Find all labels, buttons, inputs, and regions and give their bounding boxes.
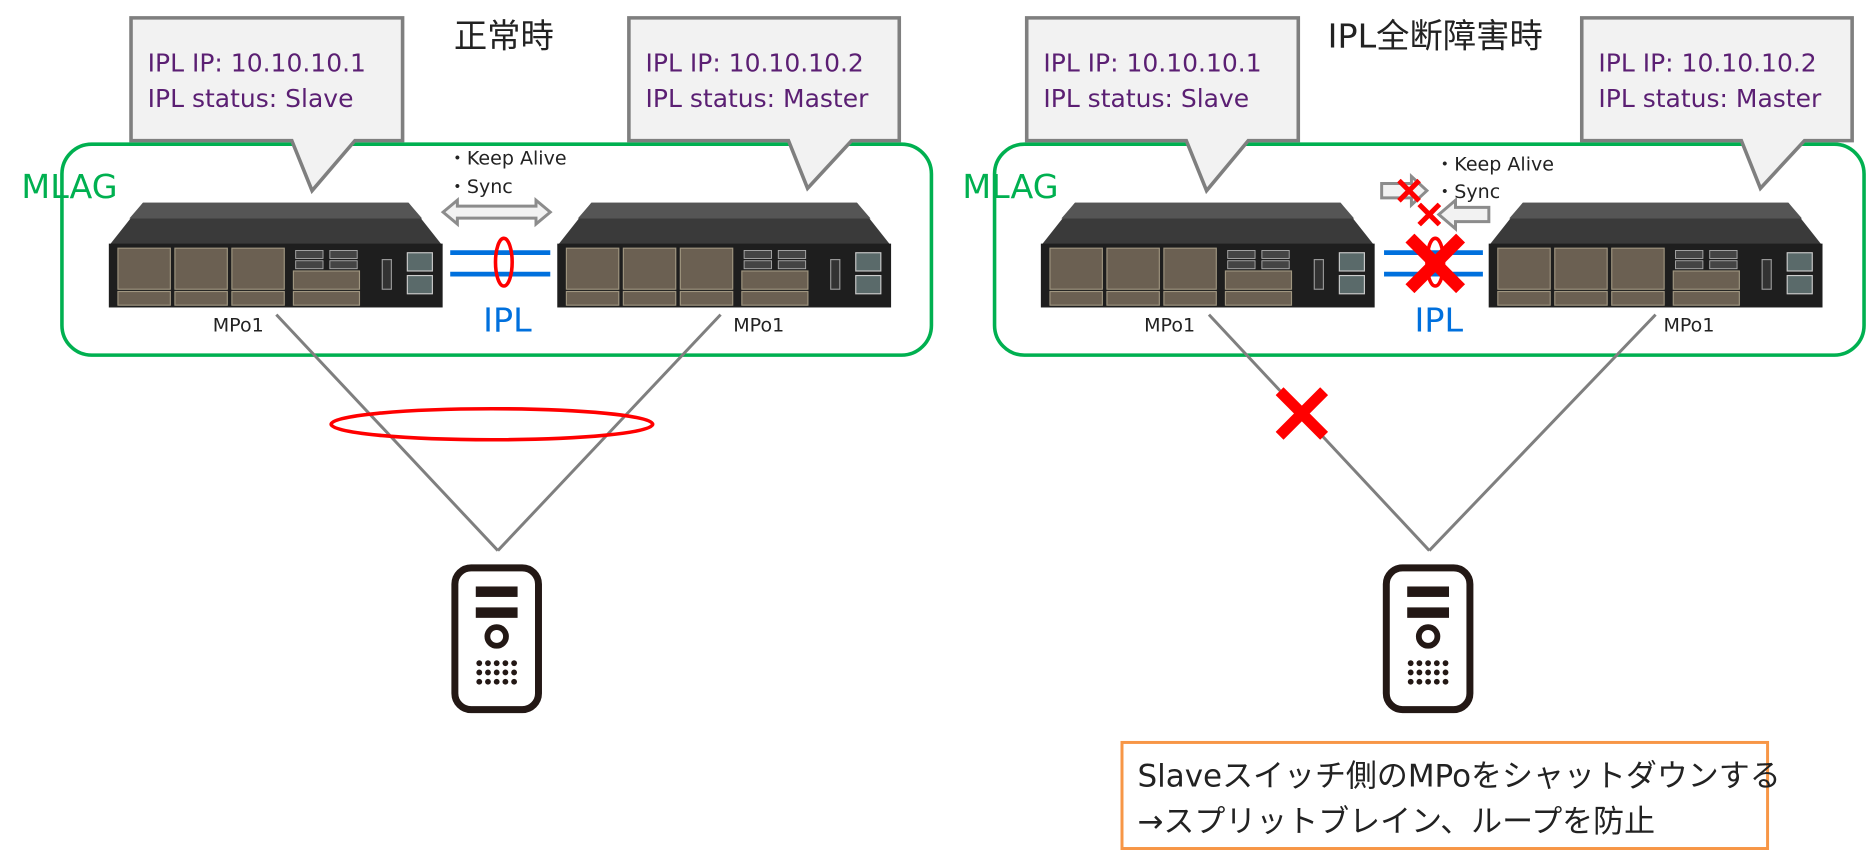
ipl-status: IPL status: Slave (1043, 84, 1249, 113)
port-label: MPo1 (1663, 314, 1714, 336)
note-line: →スプリットブレイン、ループを防止 (1137, 804, 1655, 840)
server-tower-icon (1386, 568, 1470, 710)
ipl-status: IPL status: Slave (148, 84, 354, 113)
keepalive-label: ・Keep Alive (448, 147, 567, 169)
link-line (496, 313, 722, 552)
panel-title: IPL全断障害時 (1328, 17, 1543, 56)
normal-panel: 正常時 MLAG IPL IP: 10.10.10.1 IPL status: … (21, 16, 934, 710)
panel-title: 正常時 (454, 17, 554, 56)
mlag-group-box (992, 142, 1866, 357)
port-label: MPo1 (213, 314, 264, 336)
mlag-group-box (60, 142, 934, 357)
failure-panel: IPL全断障害時 MLAG IPL IP: 10.10.10.1 IPL sta… (962, 16, 1866, 850)
keepalive-label: ・Keep Alive (1435, 153, 1554, 175)
note-line: Slaveスイッチ側のMPoをシャットダウンする (1137, 759, 1780, 795)
ipl-status: IPL status: Master (1598, 84, 1822, 113)
right-arrow-icon (1380, 172, 1430, 209)
mlag-label: MLAG (21, 167, 117, 206)
double-arrow-icon (440, 197, 553, 228)
ipl-ip: IPL IP: 10.10.10.1 (148, 48, 366, 77)
ipl-label: IPL (483, 300, 532, 339)
callout-master: IPL IP: 10.10.10.2 IPL status: Master (627, 16, 902, 192)
network-switch-icon (1040, 202, 1376, 308)
mlag-label: MLAG (962, 167, 1058, 206)
link-line (275, 313, 499, 552)
port-label: MPo1 (1144, 314, 1195, 336)
ipl-ip: IPL IP: 10.10.10.2 (646, 48, 864, 77)
network-switch-icon (108, 202, 444, 308)
ipl-ip: IPL IP: 10.10.10.2 (1598, 48, 1816, 77)
red-x-icon (1405, 233, 1466, 294)
note-box: Slaveスイッチ側のMPoをシャットダウンする →スプリットブレイン、ループを… (1120, 740, 1781, 850)
network-switch-icon (556, 202, 892, 308)
port-label: MPo1 (733, 314, 784, 336)
sync-label: ・Sync (1435, 181, 1500, 203)
sync-label: ・Sync (448, 176, 513, 198)
ipl-ip: IPL IP: 10.10.10.1 (1043, 48, 1261, 77)
ipl-bundle-ellipse (493, 236, 514, 288)
mlag-bundle-ellipse (329, 406, 655, 442)
callout-master: IPL IP: 10.10.10.2 IPL status: Master (1579, 16, 1854, 192)
red-x-icon (1275, 387, 1329, 440)
callout-slave: IPL IP: 10.10.10.1 IPL status: Slave (1024, 16, 1301, 195)
left-arrow-icon (1436, 196, 1491, 233)
callout-slave: IPL IP: 10.10.10.1 IPL status: Slave (129, 16, 405, 195)
ipl-label: IPL (1415, 300, 1464, 339)
link-line (1428, 313, 1657, 552)
network-switch-icon (1488, 202, 1824, 308)
server-tower-icon (455, 568, 539, 710)
ipl-status: IPL status: Master (646, 84, 870, 113)
